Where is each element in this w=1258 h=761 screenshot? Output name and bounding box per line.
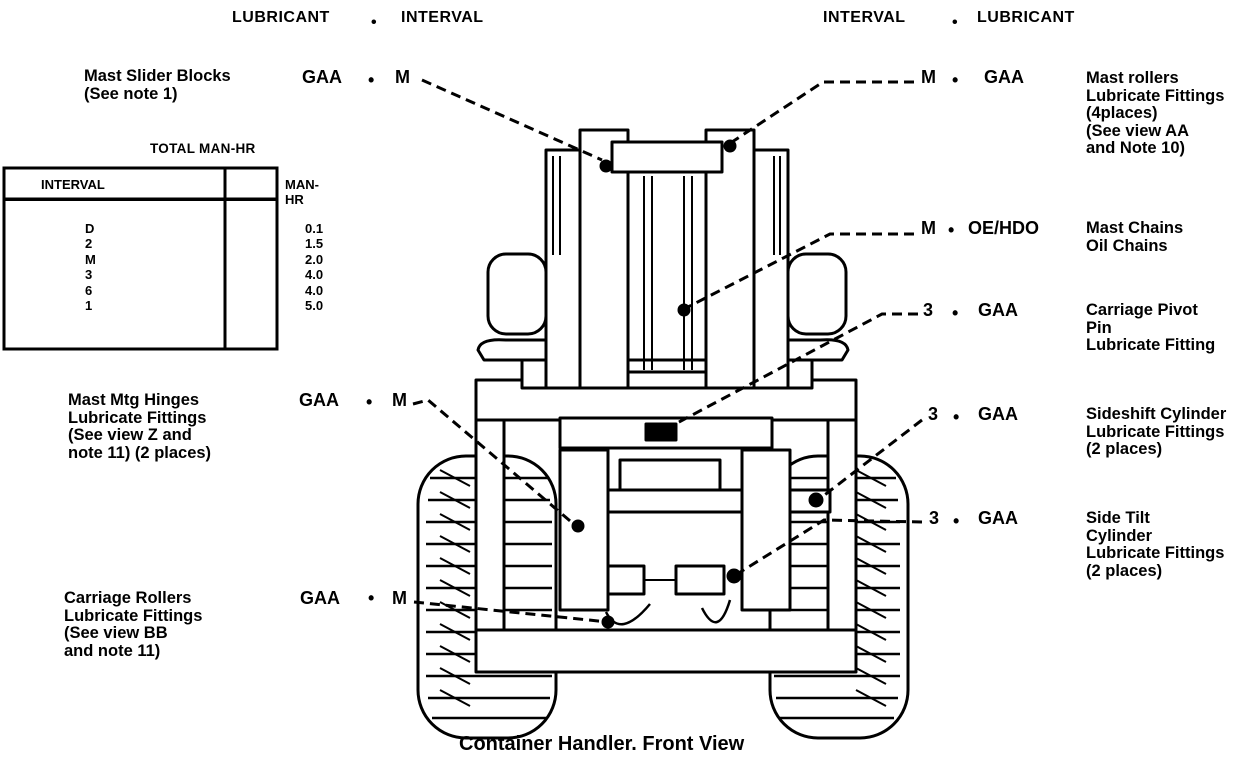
fitting-carriage-rollers: [601, 615, 615, 629]
code-lubricant-side-tilt-cylinder: GAA: [978, 508, 1018, 528]
right-carriage-upright: [740, 448, 792, 612]
left-tilt-cylinder: [606, 564, 646, 596]
code-sep-sideshift-cylinder: •: [953, 407, 960, 427]
left-carriage-upright: [558, 448, 610, 612]
code-interval-side-tilt-cylinder: 3: [929, 508, 940, 528]
leader-mast-mtg-hinges: [412, 398, 577, 528]
code-interval-carriage-pivot: 3: [923, 300, 934, 320]
right-mirror: [786, 252, 848, 336]
table-cell-manhr: 4.0: [305, 282, 324, 298]
fitting-mast-rollers: [723, 139, 737, 153]
right-mast-rail: [750, 148, 790, 390]
code-sep-mast-rollers: •: [952, 70, 959, 90]
fitting-mast-mtg-hinges: [571, 519, 585, 533]
table-manhr-column: 0.1 1.5 2.0 4.0 4.0 5.0: [305, 221, 323, 313]
tilt-block: [618, 458, 722, 492]
mast-center-frame: [626, 170, 708, 374]
lower-frame: [474, 628, 858, 674]
header-right-interval: INTERVAL: [823, 9, 906, 26]
code-lubricant-sideshift-cylinder: GAA: [978, 404, 1018, 424]
callout-label-mast-rollers: Mast rollers Lubricate Fittings (4places…: [1086, 69, 1225, 157]
table-cell-interval: 3: [85, 267, 93, 283]
fitting-sideshift-cylinder: [808, 492, 824, 508]
leader-lines: [412, 78, 923, 624]
code-lubricant-mast-slider: GAA: [302, 67, 342, 87]
callout-label-side-tilt-cylinder: Side Tilt Cylinder Lubricate Fittings (2…: [1086, 509, 1225, 580]
table-cell-interval: 2: [85, 236, 93, 252]
code-lubricant-mast-rollers: GAA: [984, 67, 1024, 87]
callout-label-mast-mtg-hinges: Mast Mtg Hinges Lubricate Fittings (See …: [68, 391, 212, 462]
header-left-separator: •: [371, 14, 378, 31]
sideshift-cylinder: [602, 488, 832, 514]
table-header-interval: INTERVAL: [41, 177, 105, 192]
code-sep-side-tilt-cylinder: •: [953, 511, 960, 531]
code-interval-mast-mtg-hinges: M: [392, 390, 407, 410]
fitting-mast-chains: [677, 303, 691, 317]
callout-label-carriage-rollers: Carriage Rollers Lubricate Fittings (See…: [64, 589, 203, 660]
table-cell-manhr: 2.0: [305, 251, 324, 267]
header-left-interval: INTERVAL: [401, 9, 484, 26]
table-title: TOTAL MAN-HR: [150, 141, 256, 156]
callout-label-mast-slider-blocks: Mast Slider Blocks (See note 1): [84, 67, 231, 103]
code-lubricant-mast-chains: OE/HDO: [968, 218, 1040, 238]
header-right-separator: •: [952, 14, 959, 31]
callout-label-sideshift-cylinder: Sideshift Cylinder Lubricate Fittings (2…: [1086, 405, 1227, 458]
table-cell-manhr: 4.0: [305, 267, 324, 283]
table-cell-interval: 6: [85, 282, 93, 298]
fitting-mast-slider: [599, 159, 613, 173]
right-frame-post: [826, 418, 858, 634]
mast-chains: [643, 176, 693, 370]
code-sep-mast-chains: •: [948, 220, 955, 240]
leader-carriage-rollers: [413, 600, 609, 624]
table-cell-manhr: 5.0: [305, 298, 324, 314]
code-interval-mast-chains: M: [921, 218, 936, 238]
leader-carriage-pivot: [663, 312, 918, 432]
code-interval-mast-slider: M: [395, 67, 410, 87]
carriage-rollers: [604, 599, 732, 626]
table-header-manhr: MAN-HR: [285, 177, 319, 207]
leader-mast-slider: [421, 78, 603, 162]
code-interval-carriage-rollers: M: [392, 588, 407, 608]
code-interval-mast-rollers: M: [921, 67, 936, 87]
leader-mast-rollers: [731, 80, 914, 144]
hydraulic-lines: [552, 156, 781, 255]
code-sep-mast-mtg-hinges: •: [366, 392, 373, 412]
table-cell-manhr: 1.5: [305, 236, 324, 252]
code-interval-sideshift-cylinder: 3: [928, 404, 939, 424]
code-sep-carriage-rollers: •: [368, 588, 375, 608]
table-interval-column: D 2 M 3 6 1: [85, 221, 96, 313]
left-mast-rail: [544, 148, 584, 390]
header-left-lubricant: LUBRICANT: [232, 9, 330, 26]
fitting-side-tilt-cylinder: [726, 568, 742, 584]
left-mirror: [486, 252, 548, 336]
leader-side-tilt-cylinder: [733, 518, 923, 578]
code-lubricant-mast-mtg-hinges: GAA: [299, 390, 339, 410]
code-lubricant-carriage-pivot: GAA: [978, 300, 1018, 320]
header-right-lubricant: LUBRICANT: [977, 9, 1075, 26]
right-tilt-cylinder: [674, 564, 726, 596]
table-cell-interval: D: [85, 221, 95, 236]
diagram-caption: Container Handler. Front View: [459, 733, 745, 755]
table-outline: [2, 166, 279, 351]
leader-sideshift-cylinder: [817, 418, 923, 502]
code-sep-mast-slider: •: [368, 70, 375, 90]
vehicle-drawing: [416, 128, 910, 740]
leader-mast-chains: [685, 232, 914, 310]
callout-label-mast-chains: Mast Chains Oil Chains: [1086, 219, 1184, 255]
table-cell-interval: 1: [85, 298, 93, 314]
mast-crosshead: [610, 140, 724, 174]
table-cell-manhr: 0.1: [305, 221, 324, 236]
callout-label-carriage-pivot-pin: Carriage Pivot Pin Lubricate Fitting: [1086, 301, 1216, 354]
code-lubricant-carriage-rollers: GAA: [300, 588, 340, 608]
code-sep-carriage-pivot: •: [952, 303, 959, 323]
table-cell-interval: M: [85, 251, 96, 267]
lubrication-points: [571, 139, 824, 629]
